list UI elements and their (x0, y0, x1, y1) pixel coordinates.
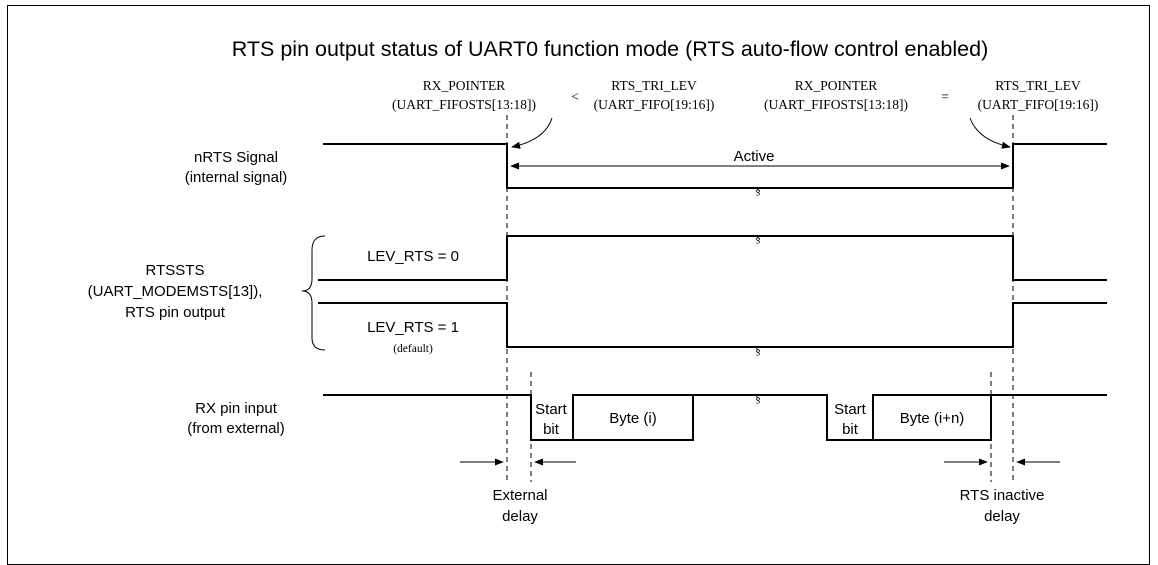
start-bit-1-sublabel: bit (543, 421, 560, 438)
rts-inactive-delay-label: RTS inactive (960, 487, 1045, 504)
rts-pin-output-label: RTS pin output (125, 304, 226, 321)
lev-rts-1-label: LEV_RTS = 1 (367, 319, 459, 336)
rts-tri-lev-reg-1: (UART_FIFO[19:16]) (594, 97, 715, 112)
nrts-label: nRTS Signal (194, 149, 278, 166)
rts-tri-lev-label-1: RTS_TRI_LEV (611, 78, 697, 93)
less-than-sign: < (571, 89, 579, 104)
default-note: (default) (393, 343, 433, 355)
timing-diagram: RTS pin output status of UART0 function … (88, 37, 1107, 525)
nrts-break-mark: § (755, 185, 761, 197)
rx-pointer-label-1: RX_POINTER (423, 78, 506, 93)
nrts-waveform (323, 143, 1107, 189)
start-bit-1-label: Start (535, 401, 568, 418)
rx-break-mark: § (755, 393, 761, 405)
external-delay-label: External (492, 487, 547, 504)
rtssts-register: (UART_MODEMSTS[13]), (88, 283, 263, 300)
rx-pointer-label-2: RX_POINTER (795, 78, 878, 93)
start-bit-2-label: Start (834, 401, 867, 418)
byte-i-label: Byte (i) (609, 410, 657, 427)
rx-pointer-reg-1: (UART_FIFOSTS[13:18]) (392, 97, 536, 112)
rx-pin-label: RX pin input (195, 400, 278, 417)
lev1-break-mark: § (755, 345, 761, 357)
trigger-curve-arrow-1 (511, 117, 553, 149)
rtssts-brace (301, 235, 326, 351)
start-bit-2-sublabel: bit (842, 421, 859, 438)
diagram-title: RTS pin output status of UART0 function … (232, 37, 988, 61)
rtssts-label: RTSSTS (146, 262, 205, 279)
byte-i-plus-n-label: Byte (i+n) (900, 410, 965, 427)
lev-rts-1-waveform (318, 302, 1107, 348)
active-label: Active (734, 148, 775, 165)
rx-pin-sublabel: (from external) (187, 420, 285, 437)
equals-sign: = (941, 89, 949, 104)
lev-rts-0-label: LEV_RTS = 0 (367, 248, 459, 265)
external-delay-sublabel: delay (502, 508, 538, 525)
nrts-sublabel: (internal signal) (185, 169, 288, 186)
rx-waveform (323, 394, 1107, 441)
lev0-break-mark: § (755, 233, 761, 245)
rx-pointer-reg-2: (UART_FIFOSTS[13:18]) (764, 97, 908, 112)
trigger-curve-arrow-2 (969, 117, 1011, 149)
rts-inactive-delay-sublabel: delay (984, 508, 1020, 525)
rts-tri-lev-reg-2: (UART_FIFO[19:16]) (978, 97, 1099, 112)
lev-rts-0-waveform (318, 235, 1107, 281)
rts-tri-lev-label-2: RTS_TRI_LEV (995, 78, 1081, 93)
